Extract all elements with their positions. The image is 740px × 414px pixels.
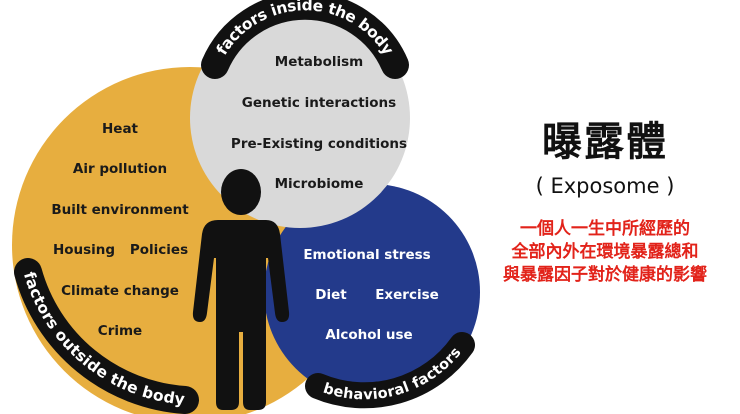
behavioral-item-diet: Diet: [315, 287, 347, 303]
inside-item-metabolism: Metabolism: [275, 54, 363, 70]
definition-line: 與暴露因子對於健康的影響: [503, 265, 707, 285]
inside-label-band: [201, 0, 409, 79]
definition-text: 一個人一生中所經歷的 全部內外在環境暴露總和 與暴露因子對於健康的影響: [480, 218, 730, 287]
definition-panel: 曝露體 ( Exposome ) 一個人一生中所經歷的 全部內外在環境暴露總和 …: [480, 118, 730, 287]
person-silhouette-icon: [192, 169, 290, 410]
behavioral-circle: [264, 184, 480, 400]
behavioral-item-emotional-stress: Emotional stress: [303, 247, 430, 263]
outside-item-climate-change: Climate change: [61, 283, 179, 299]
title-english: ( Exposome ): [535, 174, 675, 198]
outside-item-policies: Policies: [130, 242, 188, 258]
behavioral-item-alcohol-use: Alcohol use: [325, 327, 412, 343]
definition-line: 一個人一生中所經歷的: [520, 219, 690, 239]
outside-item-heat: Heat: [102, 121, 139, 137]
outside-item-air-pollution: Air pollution: [73, 161, 167, 177]
title-chinese: 曝露體: [542, 119, 668, 165]
outside-item-built-environment: Built environment: [51, 202, 189, 218]
inside-item-pre-existing-conditions: Pre-Existing conditions: [231, 136, 407, 152]
outside-item-housing: Housing: [53, 242, 115, 258]
outside-label-band: [14, 258, 199, 414]
outside-item-crime: Crime: [98, 323, 142, 339]
behavioral-item-exercise: Exercise: [375, 287, 439, 303]
behavioral-label-band: [305, 332, 475, 409]
definition-line: 全部內外在環境暴露總和: [511, 242, 699, 262]
inside-item-microbiome: Microbiome: [275, 176, 364, 192]
inside-item-genetic-interactions: Genetic interactions: [242, 95, 396, 111]
